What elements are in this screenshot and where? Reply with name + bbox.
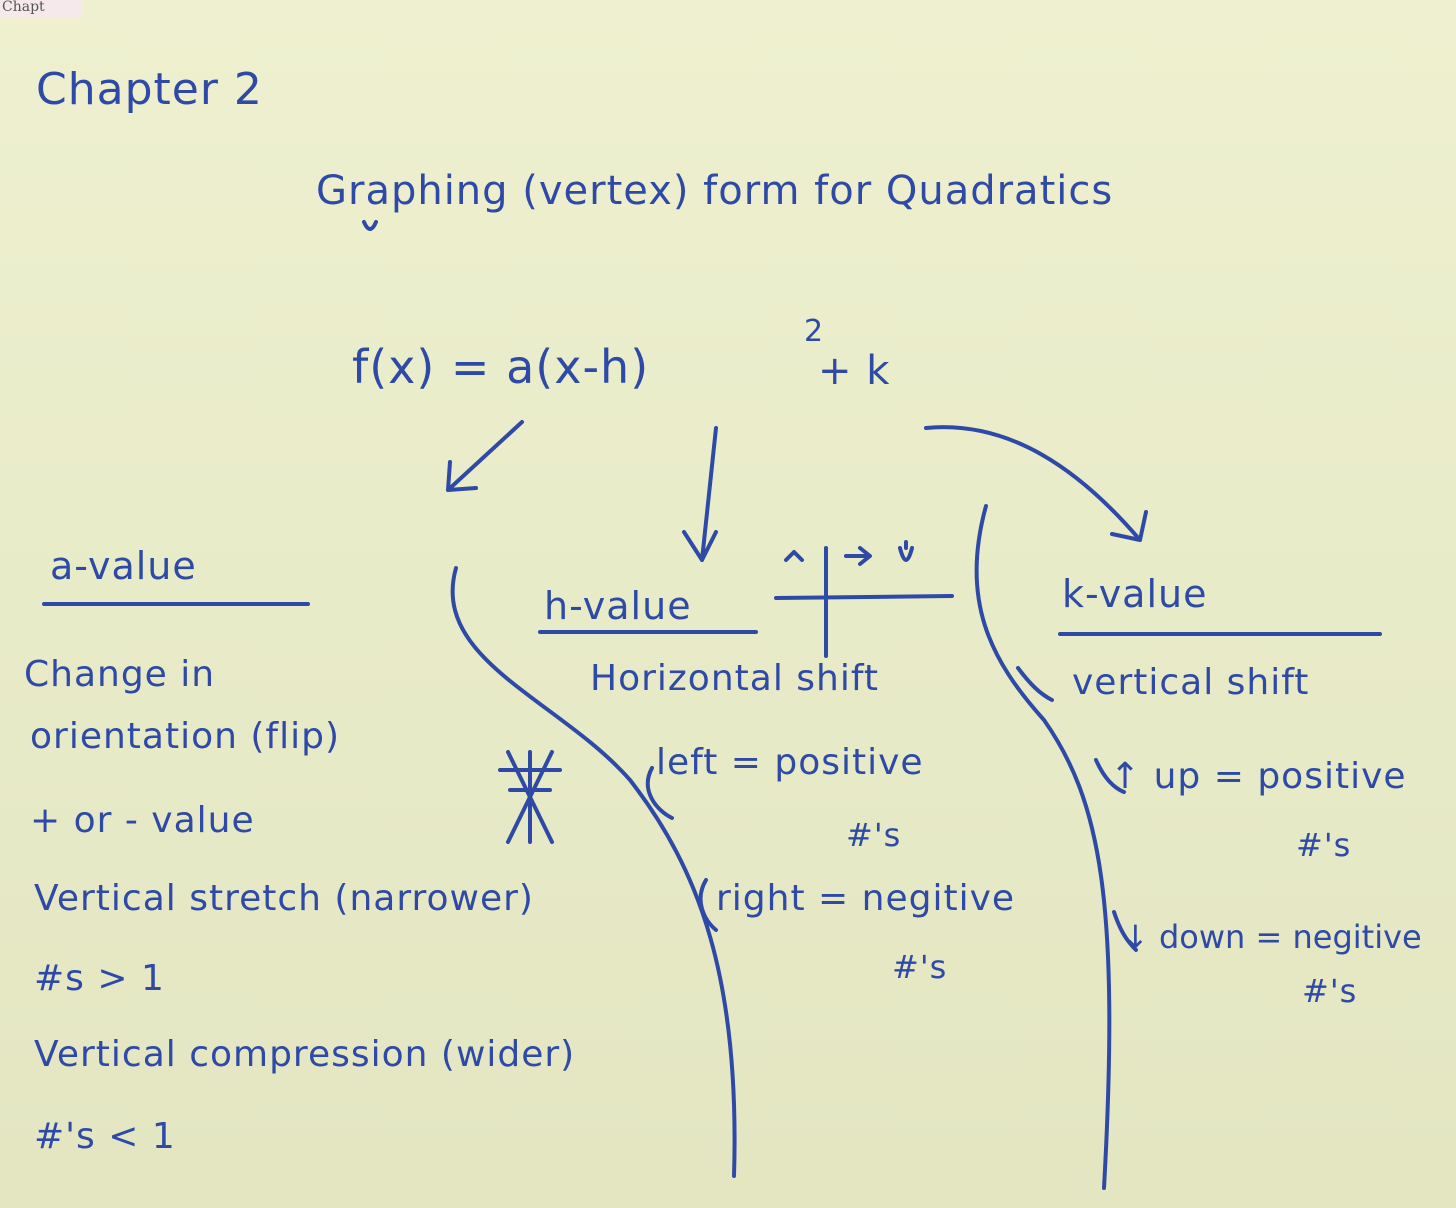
page-title: Chapter 2 [36, 64, 263, 115]
bracket-k-3 [1112, 910, 1138, 952]
bracket-k-1 [1016, 666, 1054, 702]
axis-sketch-icon [774, 540, 954, 658]
a-value-line: + or - value [30, 800, 255, 841]
h-value-heading: h-value [544, 584, 692, 628]
formula-tail: + k [818, 348, 891, 394]
k-value-line: ↑ up = positive [1110, 756, 1407, 797]
k-value-line: #'s [1302, 972, 1358, 1010]
bracket-k-2 [1094, 758, 1126, 794]
a-value-line: Change in [24, 654, 216, 695]
bracket-left-h [645, 766, 674, 820]
formula-main: f(x) = a(x-h) [352, 340, 650, 394]
h-value-line: Horizontal shift [590, 658, 879, 699]
a-value-line: orientation (flip) [30, 716, 340, 757]
h-value-line: #'s [846, 816, 902, 854]
divider-left [450, 566, 737, 1178]
a-value-line: #s > 1 [34, 958, 165, 999]
a-value-heading: a-value [50, 544, 197, 588]
corner-paper-scrap: Chapt [0, 0, 82, 18]
asterisk-icon [498, 750, 562, 844]
k-value-line: ↓ down = negitive [1122, 918, 1422, 956]
arrow-h-value [682, 426, 718, 562]
arrow-k-value [924, 425, 1148, 542]
divider-right [974, 504, 1112, 1190]
a-value-line: Vertical stretch (narrower) [34, 878, 534, 919]
a-value-line: Vertical compression (wider) [34, 1034, 576, 1075]
corner-text: Chapt [2, 0, 45, 15]
subtitle-mark [362, 220, 378, 231]
page-subtitle: Graphing (vertex) form for Quadratics [316, 168, 1114, 214]
k-value-heading: k-value [1062, 572, 1208, 616]
arrow-a-value [446, 420, 524, 492]
bracket-right-h [698, 878, 718, 932]
k-value-line: #'s [1296, 826, 1352, 864]
h-value-line: #'s [892, 948, 948, 986]
h-value-line: left = positive [656, 742, 924, 783]
k-value-line: vertical shift [1072, 662, 1310, 703]
a-value-line: #'s < 1 [34, 1116, 176, 1157]
h-value-line: right = negitive [716, 878, 1016, 919]
formula-exponent: 2 [804, 314, 825, 349]
